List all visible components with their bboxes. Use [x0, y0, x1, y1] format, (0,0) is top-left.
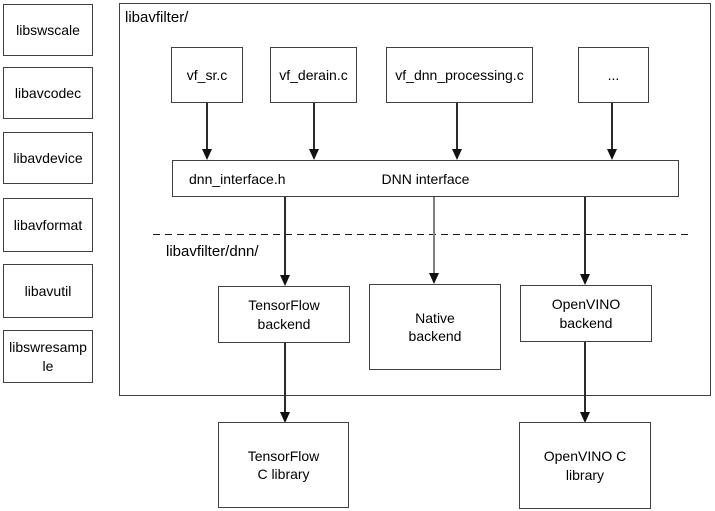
- module-box-libavformat: libavformat: [3, 198, 93, 252]
- arrow-interface-to-tensorflow-backend: [280, 197, 290, 286]
- arrowhead-icon: [607, 149, 617, 160]
- arrow-stem: [284, 197, 286, 277]
- filter-label: vf_dnn_processing.c: [395, 66, 524, 83]
- filter-label: vf_derain.c: [279, 66, 348, 83]
- backend-label: Native backend: [408, 309, 462, 344]
- filter-box-vf-sr: vf_sr.c: [171, 47, 243, 103]
- backend-box-native: Native backend: [369, 284, 501, 370]
- library-box-tensorflow-c: TensorFlow C library: [218, 422, 349, 508]
- arrow-stem: [584, 197, 586, 276]
- arrow-interface-to-native-backend: [429, 197, 439, 284]
- library-label: TensorFlow C library: [247, 447, 320, 482]
- filter-box-vf-dnn-processing: vf_dnn_processing.c: [386, 47, 533, 103]
- module-label: libavformat: [13, 216, 83, 233]
- arrow-stem: [611, 103, 613, 151]
- module-box-libswscale: libswscale: [3, 4, 93, 56]
- arrowhead-icon: [429, 273, 439, 284]
- module-box-libavcodec: libavcodec: [3, 67, 93, 119]
- arrowhead-icon: [580, 412, 590, 423]
- dnn-interface-title: DNN interface: [381, 170, 470, 187]
- arrowhead-icon: [280, 275, 290, 286]
- arrowhead-icon: [309, 149, 319, 160]
- arrowhead-icon: [580, 274, 590, 285]
- module-label: libavcodec: [14, 84, 82, 101]
- arrowhead-icon: [280, 412, 290, 423]
- module-label: libavutil: [24, 282, 72, 299]
- module-label: libswresample: [9, 339, 87, 374]
- backend-box-tensorflow: TensorFlow backend: [218, 286, 350, 343]
- filter-label: ...: [607, 66, 620, 83]
- arrow-stem: [206, 103, 208, 151]
- arrow-interface-to-openvino-backend: [580, 197, 590, 285]
- arrow-stem: [284, 343, 286, 414]
- backend-label: OpenVINO backend: [551, 296, 621, 331]
- arrow-openvino-backend-to-library: [580, 342, 590, 423]
- module-label: libswscale: [16, 21, 80, 38]
- backend-box-openvino: OpenVINO backend: [520, 285, 652, 342]
- module-box-libavdevice: libavdevice: [3, 132, 93, 184]
- arrow-stem: [456, 103, 458, 151]
- dnn-interface-box: dnn_interface.h DNN interface: [172, 160, 679, 197]
- arrow-vf-derain-to-interface: [309, 103, 319, 160]
- module-label: libavdevice: [13, 149, 83, 166]
- libavfilter-title: libavfilter/: [125, 9, 189, 26]
- arrow-stem: [313, 103, 315, 151]
- arrow-vf-sr-to-interface: [202, 103, 212, 160]
- arrow-stem: [433, 197, 436, 275]
- dnn-section-divider: [153, 234, 693, 236]
- arrow-stem: [584, 342, 586, 414]
- module-box-libavutil: libavutil: [3, 264, 93, 318]
- backend-label: TensorFlow backend: [248, 297, 320, 332]
- library-box-openvino-c: OpenVINO C library: [519, 422, 651, 509]
- arrowhead-icon: [202, 149, 212, 160]
- arrowhead-icon: [452, 149, 462, 160]
- module-box-libswresample: libswresample: [3, 330, 93, 383]
- library-label: OpenVINO C library: [543, 448, 627, 483]
- filter-box-vf-derain: vf_derain.c: [270, 47, 357, 103]
- dnn-interface-header-file: dnn_interface.h: [189, 170, 286, 187]
- arrow-ellipsis-to-interface: [607, 103, 617, 160]
- filter-label: vf_sr.c: [186, 66, 228, 83]
- dnn-dir-label: libavfilter/dnn/: [166, 243, 259, 260]
- arrow-tensorflow-backend-to-library: [280, 343, 290, 423]
- arrow-vf-dnn-processing-to-interface: [452, 103, 462, 160]
- filter-box-ellipsis: ...: [578, 47, 649, 103]
